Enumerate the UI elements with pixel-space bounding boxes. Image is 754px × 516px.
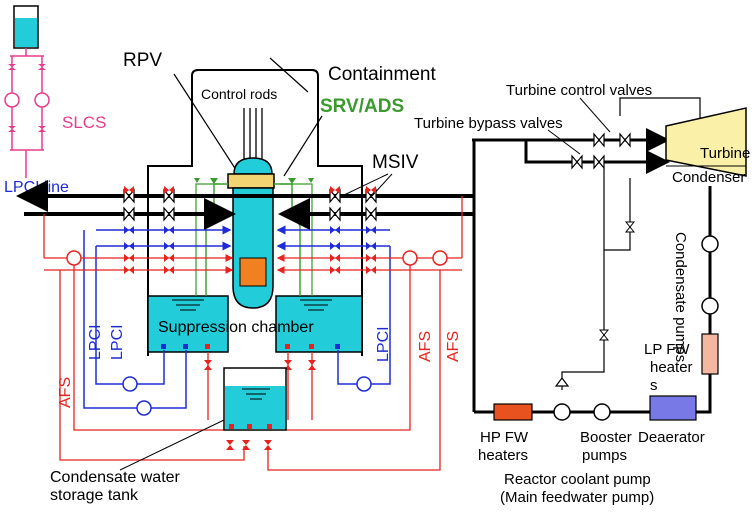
suppression-chamber: Suppression chamber bbox=[147, 295, 363, 353]
slcs-label: SLCS bbox=[62, 113, 106, 132]
lpci-label-3: LPCI bbox=[375, 326, 392, 362]
cst-label-1: Condensate water bbox=[50, 469, 181, 486]
rcp-label-1: Reactor coolant pump bbox=[504, 471, 651, 488]
condensate-pumps-label: Condensate pumps bbox=[672, 232, 689, 362]
hp-fw-heater bbox=[493, 403, 533, 421]
lpci-line-label: LPCI line bbox=[4, 179, 69, 196]
lp-fw-heaters-label-1: LP FW bbox=[644, 341, 690, 358]
afs-system: AFS AFS AFS bbox=[43, 186, 463, 471]
deaerator bbox=[649, 395, 697, 421]
slcs-system: SLCS LPCI line bbox=[4, 5, 106, 196]
afs-label-1: AFS bbox=[57, 377, 74, 408]
rpv: RPV Control rods bbox=[123, 50, 277, 309]
srv-ads-label: SRV/ADS bbox=[320, 96, 404, 117]
containment-label: Containment bbox=[328, 64, 436, 85]
booster-pumps-label-2: pumps bbox=[582, 447, 627, 464]
suppression-chamber-label: Suppression chamber bbox=[158, 319, 314, 336]
turbine-shape bbox=[665, 107, 747, 177]
turbine-control-valves-label: Turbine control valves bbox=[506, 82, 652, 99]
control-rods-label: Control rods bbox=[201, 86, 277, 102]
lpci-label-1: LPCI bbox=[87, 324, 104, 360]
containment: Containment bbox=[147, 57, 436, 356]
hp-fw-heaters-label-1: HP FW bbox=[480, 429, 529, 446]
lp-fw-heaters-label-2: heater bbox=[650, 359, 693, 376]
lp-fw-heaters-label-3: s bbox=[650, 377, 658, 394]
turbine-bypass-valves bbox=[571, 154, 605, 170]
srv-ads-system: SRV/ADS bbox=[194, 96, 404, 296]
msiv-valves bbox=[123, 188, 377, 222]
afs-label-3: AFS bbox=[445, 331, 462, 362]
lp-fw-heater bbox=[701, 333, 719, 375]
condensate-pump-1 bbox=[701, 235, 719, 253]
cst-label-2: storage tank bbox=[50, 487, 139, 504]
booster-pumps-label-1: Booster bbox=[580, 429, 632, 446]
reactor-coolant-pump bbox=[553, 403, 571, 421]
feedwater-loop: Condensate pumps LP FW heater s Deaerato… bbox=[474, 168, 719, 506]
turbine-control-valves bbox=[593, 132, 631, 148]
turbine-label: Turbine bbox=[700, 145, 750, 162]
control-rods bbox=[243, 108, 263, 162]
lpci-system: LPCI LPCI LPCI bbox=[83, 225, 392, 416]
rcp-label-2: (Main feedwater pump) bbox=[500, 489, 654, 506]
turbine-bypass-valves-label: Turbine bypass valves bbox=[414, 115, 563, 132]
main-steam-lines: MSIV Turbine control valves Turbine bypa… bbox=[16, 82, 701, 412]
turbine-condenser: Turbine Condenser bbox=[665, 107, 750, 186]
hp-fw-heaters-label-2: heaters bbox=[478, 447, 528, 464]
msiv-label: MSIV bbox=[372, 152, 419, 173]
lpci-label-2: LPCI bbox=[109, 324, 126, 360]
deaerator-label: Deaerator bbox=[638, 429, 705, 446]
condenser-label: Condenser bbox=[672, 169, 745, 186]
condensate-pump-2 bbox=[701, 297, 719, 315]
rpv-label: RPV bbox=[123, 50, 162, 71]
booster-pump bbox=[593, 403, 611, 421]
condensate-storage-tank: Condensate water storage tank bbox=[50, 367, 287, 504]
afs-label-2: AFS bbox=[417, 331, 434, 362]
